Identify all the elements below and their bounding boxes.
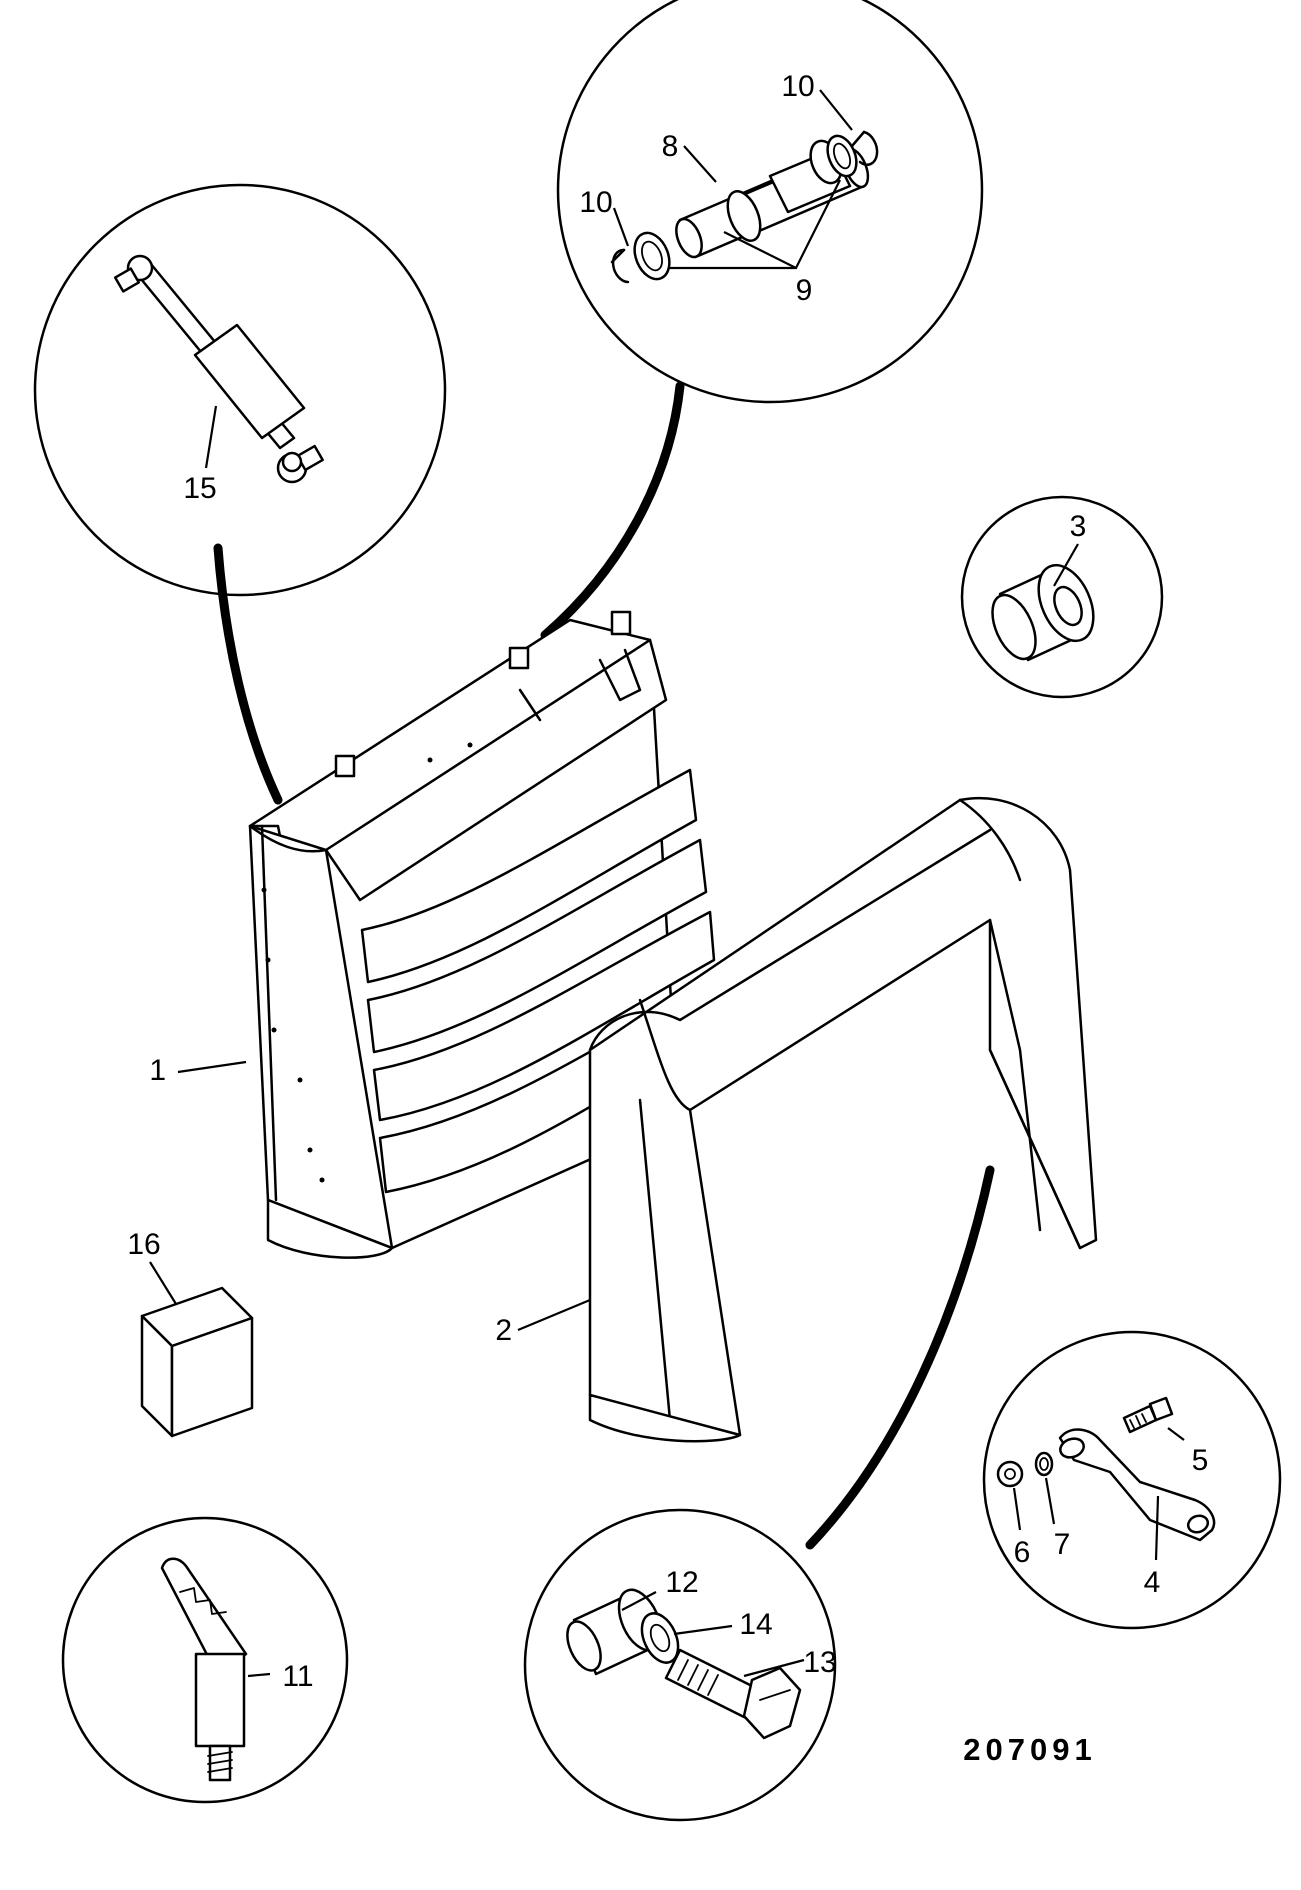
washer-14 (640, 1612, 680, 1664)
callout-13: 13 (803, 1646, 836, 1679)
callout-15: 15 (183, 472, 216, 505)
callout-7: 7 (1054, 1528, 1071, 1561)
circlips-10 (610, 130, 879, 284)
callout-10-right: 10 (781, 70, 814, 103)
battery-box-16 (140, 1261, 254, 1438)
detail-circle-stay (982, 1330, 1282, 1630)
grille-rivets (261, 742, 473, 1183)
callout-16: 16 (127, 1228, 160, 1261)
bolt-5 (1122, 1396, 1174, 1434)
latch-11 (160, 1557, 248, 1782)
detail-circle-latch (61, 1516, 349, 1804)
callout-5: 5 (1192, 1444, 1209, 1477)
callout-1: 1 (149, 1054, 166, 1087)
washer-7 (1034, 1451, 1054, 1477)
leader-2 (517, 1298, 591, 1332)
callout-labels: 1 2 3 4 5 6 7 8 9 10 10 11 12 13 14 15 1… (127, 70, 1208, 1693)
pivot-leaders (612, 89, 853, 270)
washers-9 (633, 134, 858, 281)
connector-bolt-detail (805, 1165, 995, 1550)
detail-circle-spacer (960, 495, 1164, 699)
callout-4: 4 (1144, 1566, 1161, 1599)
detail-circle-gas-strut (33, 183, 447, 597)
bolt-13 (664, 1648, 802, 1740)
callout-2: 2 (495, 1314, 512, 1347)
spacer-3 (991, 563, 1095, 662)
detail-connectors (213, 381, 995, 1550)
detail-circle-pivot-pin (556, 0, 984, 404)
nut-6 (996, 1460, 1024, 1488)
callout-10-left: 10 (579, 186, 612, 219)
callout-8: 8 (662, 130, 679, 163)
stay-4 (1058, 1428, 1216, 1542)
callout-14: 14 (739, 1608, 772, 1641)
gas-strut (113, 254, 324, 484)
connector-pivot-pin (540, 381, 685, 640)
callout-3: 3 (1070, 510, 1087, 543)
leader-1 (177, 1060, 247, 1074)
callout-9: 9 (796, 274, 813, 307)
connector-gas-strut (213, 543, 283, 805)
hood-cowl-2 (588, 796, 1098, 1443)
callout-12: 12 (665, 1566, 698, 1599)
drawing-number: 207091 (963, 1732, 1096, 1767)
callout-11: 11 (282, 1660, 313, 1693)
detail-circle-bolt (523, 1508, 837, 1822)
callout-6: 6 (1014, 1536, 1031, 1569)
leader-15 (204, 405, 218, 469)
